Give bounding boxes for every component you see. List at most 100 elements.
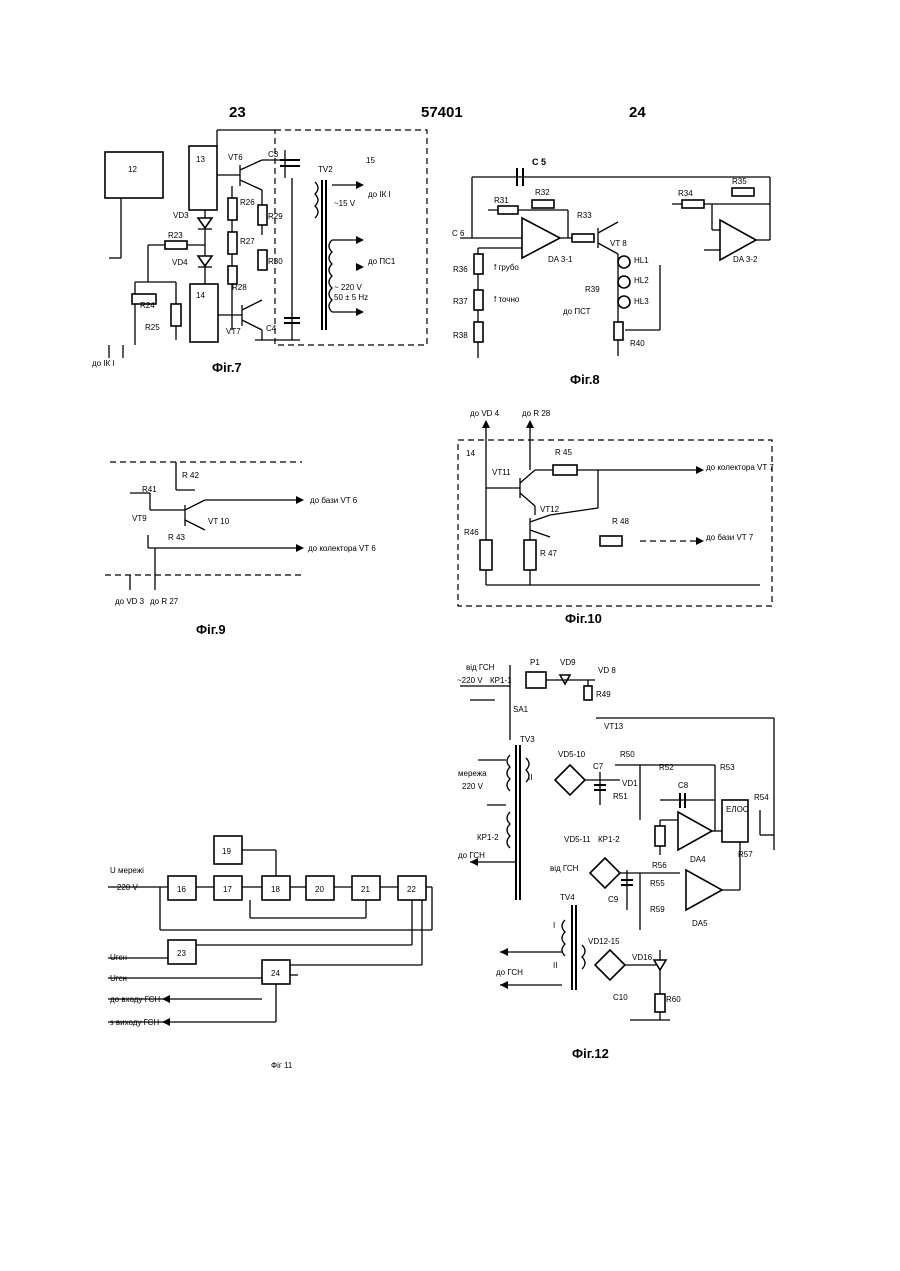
kp12-label: КР1-2 — [598, 835, 620, 844]
hl3-label: HL3 — [634, 297, 649, 306]
c8-label: C8 — [678, 781, 689, 790]
relay-p1 — [526, 672, 546, 688]
to-coll-vt7: до колектора VT 7 — [706, 463, 774, 472]
figure-7: 12 13 14 15 VT6 C3 VD3 VD4 R23 — [92, 130, 427, 375]
r38-label: R38 — [453, 331, 468, 340]
r41-label: R41 — [142, 485, 157, 494]
block-13-label: 13 — [196, 155, 205, 164]
r45-label: R 45 — [555, 448, 572, 457]
da3-2-label: DA 3-2 — [733, 255, 758, 264]
vd9-label: VD9 — [560, 658, 576, 667]
r35-label: R35 — [732, 177, 747, 186]
hl1-label: HL1 — [634, 256, 649, 265]
r54-label: R54 — [754, 793, 769, 802]
block-17-label: 17 — [223, 885, 232, 894]
vd510-label: VD5-10 — [558, 750, 586, 759]
vd8-label: VD 8 — [598, 666, 616, 675]
to-r28-label: до R 28 — [522, 409, 551, 418]
r27-label: R27 — [240, 237, 255, 246]
hl2-label: HL2 — [634, 276, 649, 285]
block-16-label: 16 — [177, 885, 186, 894]
r31-label: R31 — [494, 196, 509, 205]
r36-label: R36 — [453, 265, 468, 274]
to-input-gsn: до входу ГСН — [110, 995, 160, 1004]
bridge-vd5-11 — [590, 858, 620, 888]
to-r27-label: до R 27 — [150, 597, 179, 606]
da5-opamp — [686, 870, 722, 910]
winding-i: I — [553, 921, 555, 930]
to-vd3-label: до VD 3 — [115, 597, 145, 606]
vt10-label: VT 10 — [208, 517, 230, 526]
block-12 — [105, 152, 163, 198]
c9-label: C9 — [608, 895, 619, 904]
r40-label: R40 — [630, 339, 645, 348]
winding-ii-b: II — [553, 961, 557, 970]
r60-label: R60 — [666, 995, 681, 1004]
u-mains-label: U мережі — [110, 866, 144, 875]
r50-label: R50 — [620, 750, 635, 759]
block-15-label: 15 — [366, 156, 375, 165]
r43-label: R 43 — [168, 533, 185, 542]
da3-1-label: DA 3-1 — [548, 255, 573, 264]
r28-label: R28 — [232, 283, 247, 292]
hz-label: 50 ± 5 Hz — [334, 293, 368, 302]
r24-label: R24 — [140, 301, 155, 310]
p1-label: P1 — [530, 658, 540, 667]
vd1215-label: VD12-15 — [588, 937, 620, 946]
to-gsn-upper: до ГСН — [458, 851, 485, 860]
v15-label: ~15 V — [334, 199, 356, 208]
to-ps-label: до ПСТ — [563, 307, 591, 316]
sa1-label: SA1 — [513, 705, 529, 714]
r32-label: R32 — [535, 188, 550, 197]
vt11-label: VT11 — [492, 468, 511, 477]
block-12-label: 12 — [128, 165, 137, 174]
figure-8: C 5 DA 3-1 R31 R32 R33 VT 8 C 6 R36 f гр… — [452, 157, 770, 387]
r29-label: R29 — [268, 212, 283, 221]
to-coll-vt6: до колектора VT 6 — [308, 544, 376, 553]
r53-label: R53 — [720, 763, 735, 772]
to-vd4-label: до VD 4 — [470, 409, 500, 418]
figure-12: від ГСН ~220 V КР1-1 P1 VD9 VD 8 R49 SA1… — [457, 658, 774, 1061]
from-gsn-label: від ГСН — [466, 663, 495, 672]
f-fine-label: f точно — [494, 295, 520, 304]
elos-label: ЕЛОС — [726, 805, 749, 814]
r46-label: R46 — [464, 528, 479, 537]
vt6-label: VT6 — [228, 153, 243, 162]
block-24-label: 24 — [271, 969, 280, 978]
v220-label: ~ 220 V — [334, 283, 362, 292]
vd1-label: VD1 — [622, 779, 638, 788]
r26-label: R26 — [240, 198, 255, 207]
block-19-label: 19 — [222, 847, 231, 856]
to-ps1-label: до ПС1 — [368, 257, 396, 266]
c4-label: C4 — [266, 324, 277, 333]
winding-ii: II — [528, 773, 532, 782]
tv4-label: TV4 — [560, 893, 575, 902]
to-base-vt6: до бази VT 6 — [310, 496, 358, 505]
mains-label: мережа — [458, 769, 487, 778]
da4-opamp — [678, 812, 712, 850]
c6-label: C 6 — [452, 229, 465, 238]
r37-label: R37 — [453, 297, 468, 306]
da3-1-opamp — [522, 218, 560, 258]
from-output-gsn: з виходу ГСН — [110, 1018, 159, 1027]
fig10-caption: Фіг.10 — [565, 611, 602, 626]
fig7-caption: Фіг.7 — [212, 360, 242, 375]
vt8-label: VT 8 — [610, 239, 627, 248]
kp11-label: КР1-1 — [490, 676, 512, 685]
block-18-label: 18 — [271, 885, 280, 894]
from-gsn-lower: від ГСН — [550, 864, 579, 873]
vd16-label: VD16 — [632, 953, 653, 962]
to-ic1-left: до ІК І — [92, 359, 115, 368]
bridge-vd5-10 — [555, 765, 585, 795]
r59-label: R59 — [650, 905, 665, 914]
r56-label: R56 — [652, 861, 667, 870]
to-ic1-right: до ІК І — [368, 190, 391, 199]
r33-label: R33 — [577, 211, 592, 220]
figure-9: R 42 R41 VT9 VT 10 до бази VT 6 до колек… — [105, 462, 376, 637]
r39-label: R39 — [585, 285, 600, 294]
kp12-label-left: КР1-2 — [477, 833, 499, 842]
fig12-caption: Фіг.12 — [572, 1046, 609, 1061]
c3-label: C3 — [268, 150, 279, 159]
fig11-caption: Фіг 11 — [271, 1061, 293, 1070]
